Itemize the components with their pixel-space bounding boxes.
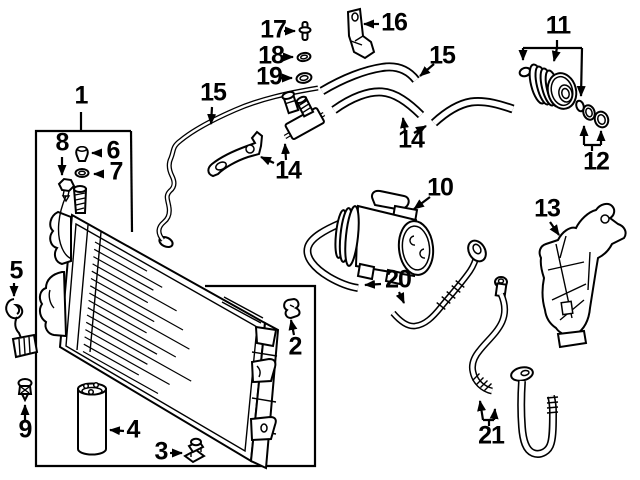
part-20-hose-upper: [303, 219, 359, 292]
part-21-suction-hose: [468, 276, 508, 395]
part-1-boundary-box: [34, 129, 317, 468]
part-13-bracket: [538, 202, 627, 349]
part-14-hose-left: [331, 87, 425, 119]
part-11-pulley-assembly: [518, 63, 585, 113]
part-9-plug: [17, 378, 33, 403]
part-16-bracket: [346, 7, 376, 60]
threaded-stud: [295, 95, 315, 118]
part-14-bracket-arm: [207, 130, 264, 178]
service-valve: [281, 90, 300, 115]
part-19-o-ring: [295, 72, 313, 84]
condenser-drawing: [38, 185, 280, 470]
condenser-inlet-stud: [72, 185, 88, 214]
part-21-u-hose: [510, 366, 559, 458]
part-3-fitting: [183, 437, 206, 464]
part-8-bolt: [57, 177, 76, 203]
part-2-clip: [283, 297, 301, 320]
part-6-cap: [75, 145, 89, 162]
part-12-seals: [582, 104, 610, 129]
snap-ring: [575, 99, 585, 113]
part-20-tube-lower: [390, 239, 487, 330]
part-7-o-ring: [74, 168, 90, 178]
compressor-markings: [409, 235, 426, 259]
condenser-fins: [82, 241, 192, 395]
part-14-hose-right: [430, 97, 515, 127]
part-4-receiver-drier: [77, 381, 107, 456]
callout-leaders: [9, 19, 606, 458]
part-15-tube: [156, 85, 319, 249]
part-15-hose: [319, 62, 420, 95]
part-10-compressor: [334, 189, 435, 286]
part-5-bracket: [5, 298, 39, 359]
part-14-pipe-assembly: [281, 90, 326, 141]
part-18-o-ring: [296, 51, 312, 63]
part-17-pin: [298, 21, 312, 41]
